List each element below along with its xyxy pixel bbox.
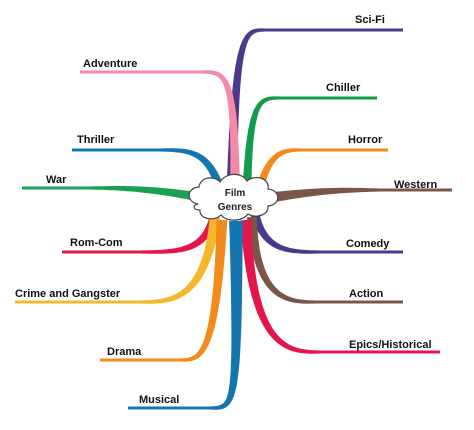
branch-western — [267, 187, 452, 204]
branch-label-thriller: Thriller — [77, 134, 115, 146]
branch-label-horror: Horror — [348, 134, 383, 146]
branch-romcom — [62, 212, 220, 254]
branch-label-scifi: Sci-Fi — [355, 14, 385, 26]
branch-musical — [128, 220, 243, 410]
branch-ribbon-romcom — [140, 212, 220, 254]
branch-label-crime: Crime and Gangster — [15, 288, 121, 300]
branch-ribbon-drama — [180, 219, 228, 362]
branch-ribbon-crime — [140, 217, 221, 304]
branch-action — [247, 216, 403, 304]
branch-label-comedy: Comedy — [346, 238, 390, 250]
branch-crime — [15, 217, 221, 304]
center-node: Film Genres — [188, 173, 279, 221]
branch-ribbon-war — [90, 186, 206, 203]
branch-label-drama: Drama — [107, 346, 142, 358]
branch-label-epics: Epics/Historical — [349, 339, 432, 351]
center-title-line2: Genres — [218, 202, 253, 213]
branch-ribbon-western — [267, 187, 380, 204]
branch-ribbon-adventure — [200, 70, 240, 187]
branch-ribbon-action — [247, 216, 315, 304]
branch-label-chiller: Chiller — [326, 82, 361, 94]
branch-ribbon-comedy — [250, 212, 320, 254]
branch-label-action: Action — [349, 288, 384, 300]
branch-chiller — [242, 96, 377, 189]
cloud-shape — [188, 173, 279, 221]
branch-label-war: War — [46, 174, 67, 186]
labels-layer: Sci-Fi Adventure Chiller Thriller Horror… — [15, 14, 437, 406]
branch-drama — [100, 219, 228, 362]
branch-scifi — [226, 28, 403, 191]
branch-ribbon-musical — [210, 220, 243, 410]
branch-comedy — [250, 212, 403, 254]
branch-war — [22, 186, 206, 203]
branch-epics — [240, 219, 440, 354]
branch-ribbon-epics — [240, 219, 320, 354]
branch-ribbon-chiller — [242, 96, 280, 189]
branch-label-western: Western — [394, 179, 437, 191]
branch-label-musical: Musical — [139, 394, 179, 406]
center-title-line1: Film — [225, 188, 246, 199]
branch-label-romcom: Rom-Com — [70, 237, 123, 249]
branch-adventure — [80, 70, 240, 187]
branch-label-adventure: Adventure — [83, 58, 137, 70]
